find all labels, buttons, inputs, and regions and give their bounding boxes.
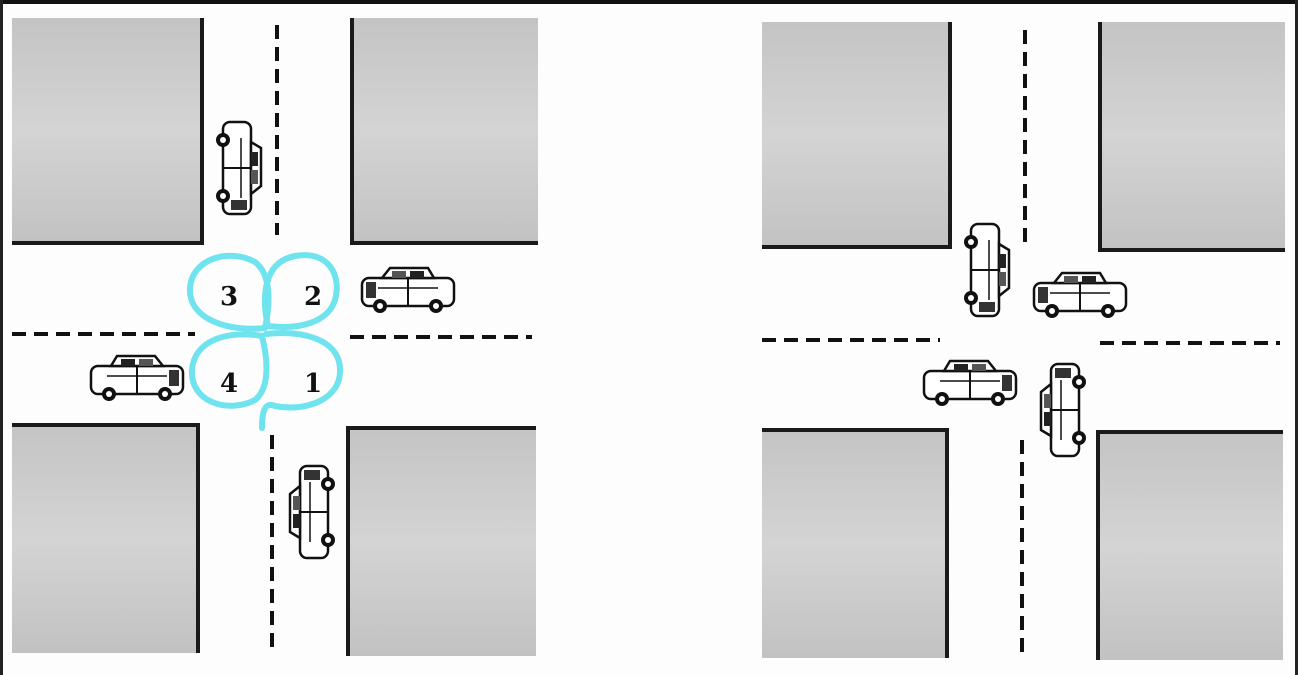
quadrant-label-2: 2 — [304, 282, 322, 312]
block-bottom-right-r — [1098, 432, 1283, 660]
right-intersection-panel — [762, 22, 1285, 660]
quadrant-annotation — [186, 252, 344, 431]
block-bottom-left-r — [762, 430, 947, 658]
block-bottom-right — [348, 428, 536, 656]
car-a — [962, 222, 1011, 318]
block-bottom-left — [12, 425, 198, 653]
car-d — [1039, 362, 1088, 458]
car-c — [922, 359, 1018, 408]
quadrant-label-1: 1 — [304, 369, 322, 399]
block-top-right-r — [1100, 22, 1285, 250]
quadrant-label-4: 4 — [220, 369, 238, 399]
quadrant-label-3: 3 — [220, 282, 238, 312]
frame-left-edge — [0, 0, 3, 675]
car-north — [214, 120, 263, 216]
left-intersection-panel: 1 2 3 4 — [12, 18, 538, 656]
car-south — [288, 464, 337, 560]
car-b — [1032, 271, 1128, 320]
frame-top-edge — [0, 0, 1298, 4]
car-west — [89, 354, 185, 403]
block-top-right — [352, 18, 538, 243]
frame-right-edge — [1295, 0, 1298, 675]
car-east — [360, 266, 456, 315]
block-top-left-r — [762, 22, 950, 247]
block-top-left — [12, 18, 202, 243]
